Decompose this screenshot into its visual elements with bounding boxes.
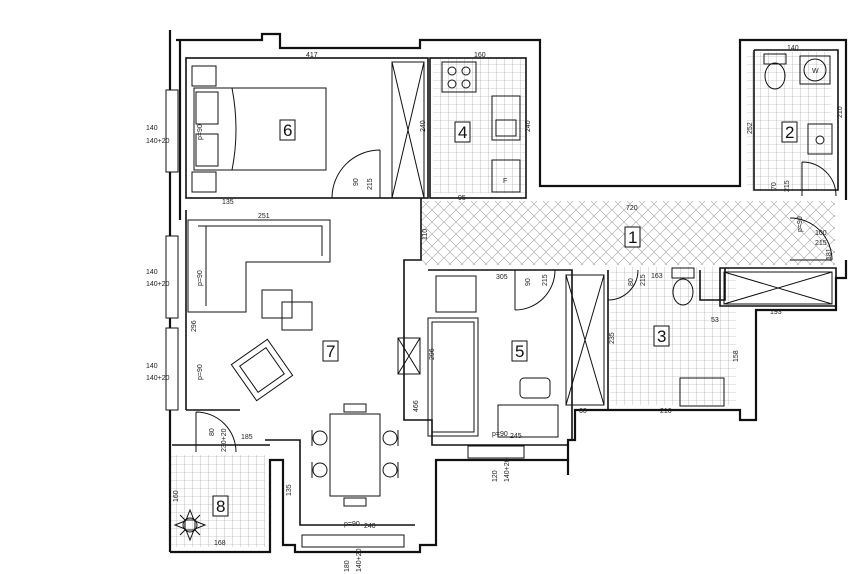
win-140-20-c: 140+20 — [146, 375, 170, 382]
dim-60: 60 — [579, 408, 587, 415]
win-120: 120 — [492, 470, 499, 482]
win-140-20-d: 140+20 — [504, 458, 511, 482]
dim-720: 720 — [626, 205, 638, 212]
kitchen-floor — [433, 58, 525, 193]
room-6-label: 6 — [283, 121, 292, 140]
win-140-20-e: 140+20 — [356, 548, 363, 572]
dim-245: 245 — [510, 433, 522, 440]
dim-240-b: 240 — [525, 120, 532, 132]
dim-215-b: 215 — [784, 180, 791, 192]
sofa — [187, 219, 331, 331]
fridge-label: F — [503, 178, 507, 185]
room5-furniture — [427, 275, 559, 438]
dim-215-a: 215 — [367, 178, 374, 190]
room-3-label: 3 — [657, 327, 666, 346]
dim-110: 110 — [422, 229, 429, 240]
dim-305: 305 — [496, 274, 508, 281]
dim-240-a: 240 — [420, 120, 427, 132]
win-180: 180 — [344, 560, 351, 572]
room-8-label: 8 — [216, 497, 225, 516]
dim-80-b: 80 — [209, 428, 216, 436]
bed — [191, 65, 327, 193]
room-2-label: 2 — [785, 123, 794, 142]
dim-252: 252 — [747, 122, 754, 134]
dim-80-a: 80 — [628, 278, 635, 286]
armchair — [230, 338, 294, 402]
win-140-b: 140 — [146, 269, 158, 276]
dim-240-c: 240 — [364, 523, 376, 530]
dim-230: 230+20 — [221, 428, 228, 452]
win-140-20-b: 140+20 — [146, 281, 170, 288]
dim-168: 168 — [214, 540, 226, 547]
dim-90-b: 90 — [525, 278, 532, 286]
room-1-label: 1 — [628, 228, 637, 247]
dim-193: 193 — [770, 309, 782, 316]
dim-417: 417 — [306, 52, 318, 59]
washer-label: W — [812, 68, 819, 75]
dim-158: 158 — [733, 350, 740, 362]
win-140-c: 140 — [146, 363, 158, 370]
dim-100: 100 — [815, 230, 827, 237]
dim-215-e: 215 — [640, 274, 647, 286]
dim-90-a: 90 — [353, 178, 360, 186]
dim-235: 235 — [609, 332, 616, 344]
room-7-label: 7 — [326, 342, 335, 361]
dim-95: 95 — [458, 195, 466, 202]
bathroom3-floor — [610, 267, 736, 405]
door-width-6: p=90 — [197, 124, 204, 140]
dim-160-b: 160 — [173, 490, 180, 502]
dim-53: 53 — [711, 317, 719, 324]
dim-163: 163 — [651, 273, 663, 280]
dim-215-c: 215 — [815, 240, 827, 247]
dining-table — [311, 403, 399, 507]
dim-135-b: 135 — [286, 484, 293, 496]
dim-181: 181 — [826, 248, 833, 260]
door-width-7b: p=90 — [197, 364, 204, 380]
dim-296-a: 296 — [191, 320, 198, 332]
dimensions: 417 160 140 240 240 252 210 135 90 215 9… — [146, 45, 844, 572]
door-width-5: p=90 — [492, 431, 508, 438]
kitchen-fixtures — [441, 61, 521, 193]
win-140-20-a: 140+20 — [146, 138, 170, 145]
dim-140: 140 — [787, 45, 799, 52]
door-swings — [195, 149, 837, 453]
plant — [173, 508, 207, 542]
dim-135-a: 135 — [222, 199, 234, 206]
dim-160: 160 — [474, 52, 486, 59]
door-width-7c: p=90 — [344, 521, 360, 528]
dim-296-b: 296 — [429, 348, 436, 360]
dim-215-d: 215 — [542, 274, 549, 286]
room-4-label: 4 — [458, 123, 467, 142]
room-labels: 6 4 2 1 7 5 3 8 — [212, 119, 798, 517]
win-140-a: 140 — [146, 125, 158, 132]
windows — [165, 89, 525, 548]
dim-466: 466 — [413, 400, 420, 412]
dim-210: 210 — [837, 106, 844, 118]
dim-70: 70 — [771, 182, 778, 190]
dim-216: 216 — [660, 408, 672, 415]
dim-185: 185 — [241, 434, 253, 441]
bathroom-fixtures — [671, 53, 833, 407]
wardrobes — [391, 61, 833, 406]
interior-walls — [172, 49, 839, 526]
room-5-label: 5 — [515, 342, 524, 361]
door-width-7a: p=90 — [197, 270, 204, 286]
dim-251: 251 — [258, 213, 270, 220]
door-width-1: p=90 — [797, 216, 804, 232]
